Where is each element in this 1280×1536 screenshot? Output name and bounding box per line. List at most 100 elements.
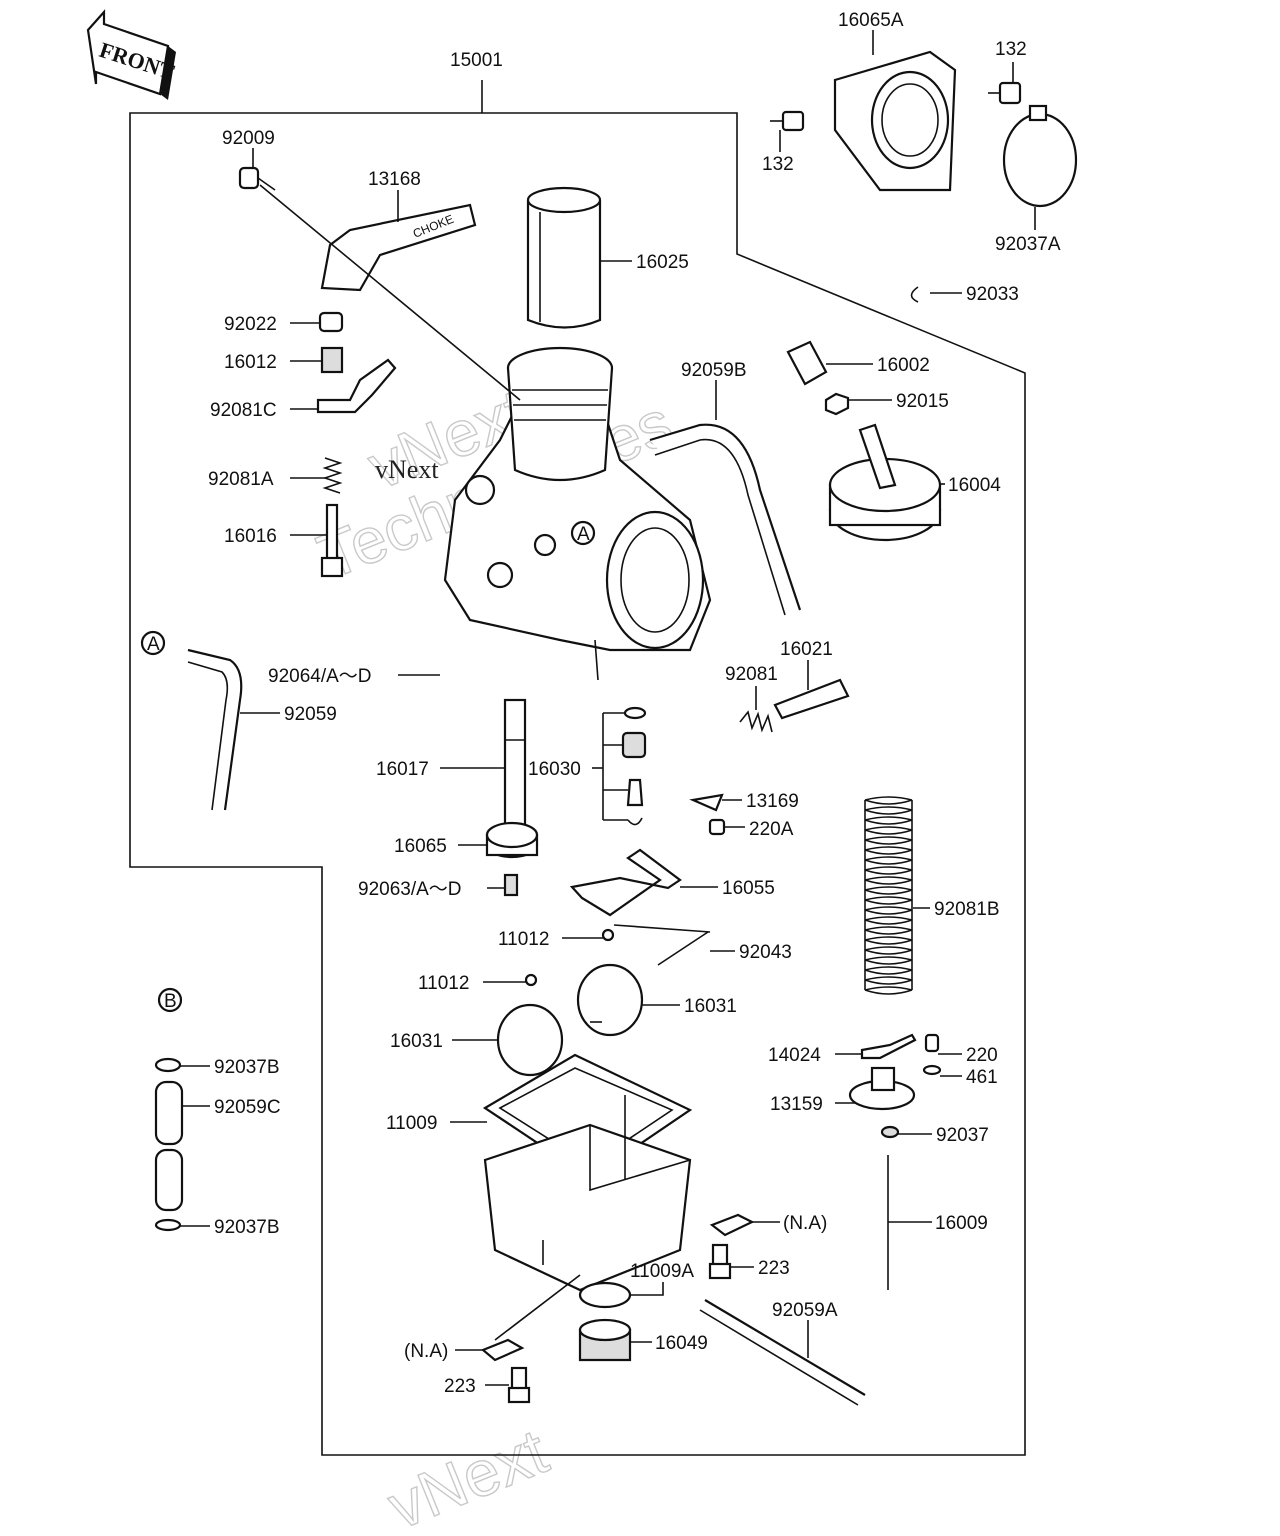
nut-92015	[824, 392, 850, 416]
label-11009: 11009	[386, 1113, 437, 1134]
holder-14024	[860, 1033, 917, 1060]
label-16065A: 16065A	[838, 10, 904, 31]
clip-92037B-bottom	[154, 1218, 182, 1232]
label-92081C: 92081C	[210, 400, 277, 421]
plug-16049	[578, 1318, 632, 1362]
label-NA-left: (N.A)	[404, 1341, 448, 1362]
label-16025: 16025	[636, 252, 689, 273]
plate-NA-left	[480, 1338, 525, 1362]
watermark-overlay-1: vNext	[375, 455, 439, 484]
label-11009A: 11009A	[630, 1261, 694, 1282]
part-labels: 15001 16065A 132 132 92037A 92009 13168 …	[208, 10, 1061, 1397]
tube-92059C	[154, 1080, 184, 1212]
watermark-text-3: vNext	[378, 1415, 557, 1536]
needle-jet-16017	[503, 698, 527, 832]
label-16004: 16004	[948, 475, 1001, 496]
label-11012-a: 11012	[498, 929, 549, 950]
callout-b-left: B	[157, 987, 183, 1013]
label-92037A: 92037A	[995, 234, 1061, 255]
bracket-92081C	[316, 358, 397, 414]
label-92022: 92022	[224, 314, 277, 335]
clip-92037	[880, 1125, 900, 1139]
label-16055: 16055	[722, 878, 775, 899]
label-92059B: 92059B	[681, 360, 747, 381]
screw-92009	[238, 166, 276, 191]
washer-461	[922, 1064, 942, 1076]
label-92033: 92033	[966, 284, 1019, 305]
label-92037: 92037	[936, 1125, 989, 1146]
pilot-screw-16021	[773, 678, 850, 720]
holder-16065	[485, 821, 539, 859]
bracket-13169	[689, 793, 724, 812]
ball-11012-a	[601, 928, 615, 942]
label-92043: 92043	[739, 942, 792, 963]
label-92081: 92081	[725, 664, 778, 685]
label-13169: 13169	[746, 791, 799, 812]
callout-b-left-text: B	[164, 991, 177, 1012]
label-16012: 16012	[224, 352, 277, 373]
label-16016: 16016	[224, 526, 277, 547]
label-220A: 220A	[749, 819, 794, 840]
bolt-132-top	[988, 81, 1022, 105]
pipe-92059	[187, 648, 243, 811]
drain-92059A	[699, 1299, 866, 1406]
label-132-top: 132	[995, 39, 1027, 60]
adjuster-16012	[320, 346, 344, 374]
label-92009: 92009	[222, 128, 275, 149]
top-cap-16004	[828, 423, 942, 542]
label-92063: 92063/A～D	[358, 879, 462, 900]
label-15001: 15001	[450, 50, 503, 71]
bolt-223-right	[708, 1243, 732, 1280]
label-16017: 16017	[376, 759, 429, 780]
label-16002: 16002	[877, 355, 930, 376]
float-16031-right	[576, 963, 644, 1037]
label-16031-right: 16031	[684, 996, 737, 1017]
label-220: 220	[966, 1045, 998, 1066]
label-92064: 92064/A～D	[268, 666, 372, 687]
label-16049: 16049	[655, 1333, 708, 1354]
float-arm-16055	[569, 848, 682, 917]
clip-92037B-top	[154, 1057, 182, 1073]
label-461: 461	[966, 1067, 998, 1088]
screw-220A	[708, 818, 726, 836]
label-92037B-bottom: 92037B	[214, 1217, 280, 1238]
front-arrow: FRONT	[86, 9, 178, 100]
label-92081B: 92081B	[934, 899, 1000, 920]
cap-16002	[786, 340, 828, 386]
label-223-right: 223	[758, 1258, 790, 1279]
label-NA-right: (N.A)	[783, 1213, 827, 1234]
ball-11012-b	[524, 973, 538, 987]
label-11012-b: 11012	[418, 973, 469, 994]
slide-16025	[526, 186, 602, 329]
float-16031-left	[496, 1003, 564, 1077]
leader-lines	[180, 30, 1036, 1386]
callout-a-left: A	[140, 630, 166, 656]
label-16021: 16021	[780, 639, 833, 660]
label-16009: 16009	[935, 1213, 988, 1234]
label-132-left: 132	[762, 154, 794, 175]
label-14024: 14024	[768, 1045, 821, 1066]
label-13168: 13168	[368, 169, 421, 190]
label-16030: 16030	[528, 759, 581, 780]
label-92015: 92015	[896, 391, 949, 412]
callout-a-body: A	[570, 520, 596, 546]
clip-92033	[910, 286, 919, 303]
assembly-outline	[129, 112, 1026, 1456]
label-16065: 16065	[394, 836, 447, 857]
label-92059: 92059	[284, 704, 337, 725]
label-13159: 13159	[770, 1094, 823, 1115]
spring-92081B	[864, 796, 913, 995]
callout-a-text: A	[577, 524, 590, 545]
label-16031-left: 16031	[390, 1031, 443, 1052]
seat-13159	[848, 1066, 916, 1111]
spring-92081	[739, 710, 773, 733]
label-92081A: 92081A	[208, 469, 274, 490]
float-valve-16030	[621, 706, 647, 826]
plate-NA-right	[709, 1213, 755, 1237]
pin-92043	[657, 931, 709, 966]
jet-92063	[503, 873, 519, 897]
oring-11009A	[578, 1281, 632, 1309]
screw-220	[924, 1033, 940, 1053]
intake-joint	[833, 50, 957, 192]
